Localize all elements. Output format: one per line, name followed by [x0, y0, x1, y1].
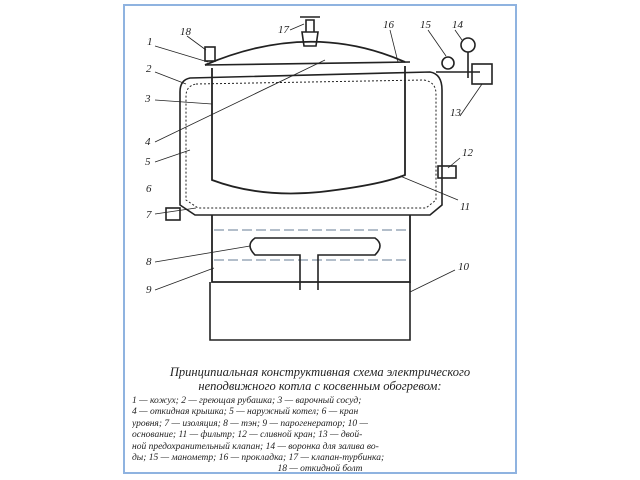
- label-7: 7: [146, 209, 152, 221]
- legend-line: основание; 11 — фильтр; 12 — сливной кра…: [132, 430, 363, 441]
- legend-line: 1 — кожух; 2 — греющая рубашка; 3 — варо…: [132, 396, 362, 406]
- label-5: 5: [145, 156, 151, 168]
- lid: [204, 40, 406, 66]
- base: [209, 282, 411, 341]
- label-15: 15: [420, 19, 432, 31]
- label-8: 8: [146, 256, 152, 268]
- steam-generator: [211, 215, 411, 283]
- part-numbers: 1 2 3 4 5 6 7 8 9 10 11 12 13 14 15 16 1…: [144, 19, 474, 296]
- turbine-valve: [300, 16, 320, 47]
- label-17: 17: [278, 24, 290, 36]
- label-1: 1: [147, 36, 153, 48]
- label-2: 2: [146, 63, 152, 75]
- label-10: 10: [458, 261, 470, 273]
- legend-line: 4 — откидная крышка; 5 — наружный котел;…: [132, 407, 359, 418]
- legend-line: уровня; 7 — изоляция; 8 — тэн; 9 — парог…: [132, 418, 368, 429]
- manometer: [441, 56, 455, 70]
- label-11: 11: [460, 201, 470, 213]
- label-18: 18: [180, 26, 192, 38]
- label-16: 16: [383, 19, 395, 31]
- legend-line: ды; 15 — манометр; 16 — прокладка; 17 — …: [132, 453, 385, 464]
- legend-line: ной предохранительный клапан; 14 — ворон…: [132, 441, 379, 452]
- caption-title: Принципиальная конструктивная схема элек…: [132, 365, 508, 393]
- hinged-bolt: [204, 46, 216, 62]
- label-3: 3: [144, 93, 151, 105]
- funnel: [460, 37, 476, 53]
- cooking-vessel: [211, 66, 406, 195]
- label-12: 12: [462, 147, 474, 159]
- legend-line: 18 — откидной болт: [277, 464, 363, 475]
- lid-rim: [204, 61, 411, 66]
- leader-lines: [154, 23, 483, 293]
- level-tap: [165, 207, 181, 221]
- outer-casing: [179, 71, 443, 216]
- label-9: 9: [146, 284, 152, 296]
- safety-valve: [471, 63, 493, 85]
- boiler-drawing: [154, 16, 493, 341]
- label-6: 6: [146, 183, 152, 195]
- caption-title-line-1: Принципиальная конструктивная схема элек…: [169, 365, 471, 379]
- label-14: 14: [452, 19, 464, 31]
- label-4: 4: [145, 136, 151, 148]
- label-13: 13: [450, 107, 462, 119]
- legend: 1 — кожух; 2 — греющая рубашка; 3 — варо…: [132, 396, 508, 476]
- drain-tap: [437, 165, 457, 179]
- caption-title-line-2: неподвижного котла с косвенным обогревом…: [198, 379, 442, 393]
- figure-caption: Принципиальная конструктивная схема элек…: [132, 365, 508, 476]
- insulation-layer: [185, 79, 437, 209]
- image-frame: [123, 4, 517, 474]
- heating-element: [249, 237, 381, 290]
